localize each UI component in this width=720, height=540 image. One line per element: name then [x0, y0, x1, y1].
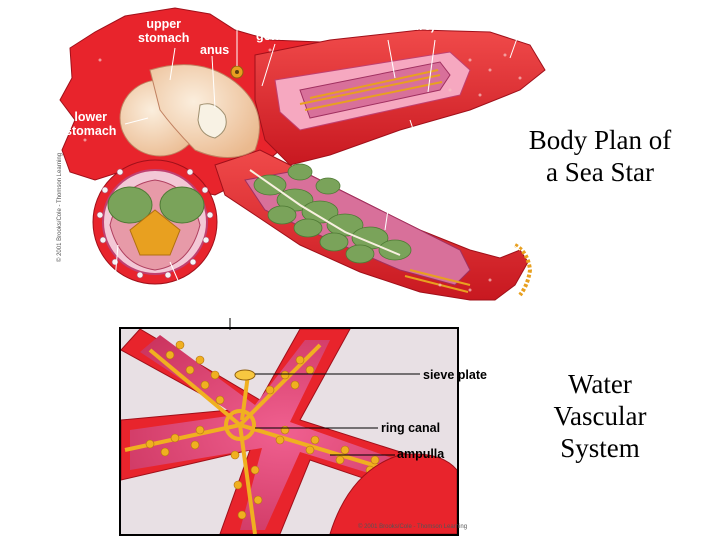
- label-ossicle-top-line-1: ossicle (stiffening,: [326, 5, 436, 19]
- label-lower-stomach-line-2: stomach: [65, 124, 117, 138]
- label-anus: anus: [200, 43, 230, 57]
- label-sieve-plate-top: sieve plate: [220, 5, 284, 19]
- water-vascular-title-line-3: System: [560, 433, 640, 463]
- label-ampulla: ampulla: [397, 447, 445, 461]
- top-leader-lines: [114, 22, 521, 286]
- label-lower-stomach-line-1: lower: [74, 110, 108, 124]
- label-ossicle-top-line-2: support structure): [326, 19, 436, 33]
- water-vascular-title: Water Vascular System: [510, 368, 690, 464]
- water-vascular-title-line-1: Water: [568, 369, 632, 399]
- label-upper-stomach-line-2: stomach: [138, 31, 190, 45]
- eyespot-marker: [513, 243, 533, 297]
- label-eyespot: eyespot: [446, 219, 494, 233]
- body-plan-title-line-1: Body Plan of: [528, 125, 672, 155]
- bottom-leader-lines: [229, 318, 420, 456]
- credit-bottom: © 2001 Brooks/Cole - Thomson Learning: [358, 524, 468, 530]
- label-coelom: coelom: [402, 151, 446, 165]
- label-ossicle-top: ossicle (stiffening, support structure): [326, 5, 436, 33]
- credit-top: © 2001 Brooks/Cole - Thomson Learning: [57, 152, 63, 262]
- label-sieve-plate-bottom: sieve plate: [423, 368, 487, 382]
- label-digestive-gland: digestive gland: [357, 182, 448, 196]
- label-spine-bottom: spine: [94, 284, 127, 298]
- water-vascular-panel: [119, 327, 459, 536]
- body-plan-title: Body Plan of a Sea Star: [510, 124, 690, 188]
- label-spine-top: spine: [508, 13, 541, 27]
- water-vascular-title-line-2: Vascular: [553, 401, 647, 431]
- label-upper-stomach-line-1: upper: [146, 17, 182, 31]
- label-water-vascular-part: part of the water-vascular system: [98, 307, 297, 321]
- label-lower-stomach: lower stomach: [65, 110, 116, 138]
- label-ring-canal: ring canal: [381, 421, 441, 435]
- label-upper-stomach: upper stomach: [138, 17, 189, 45]
- label-gonad: gonad: [256, 29, 294, 43]
- label-ossicle-bottom: ossicle: [153, 287, 196, 301]
- body-plan-title-line-2: a Sea Star: [546, 157, 654, 187]
- sea-star-body: [59, 7, 546, 301]
